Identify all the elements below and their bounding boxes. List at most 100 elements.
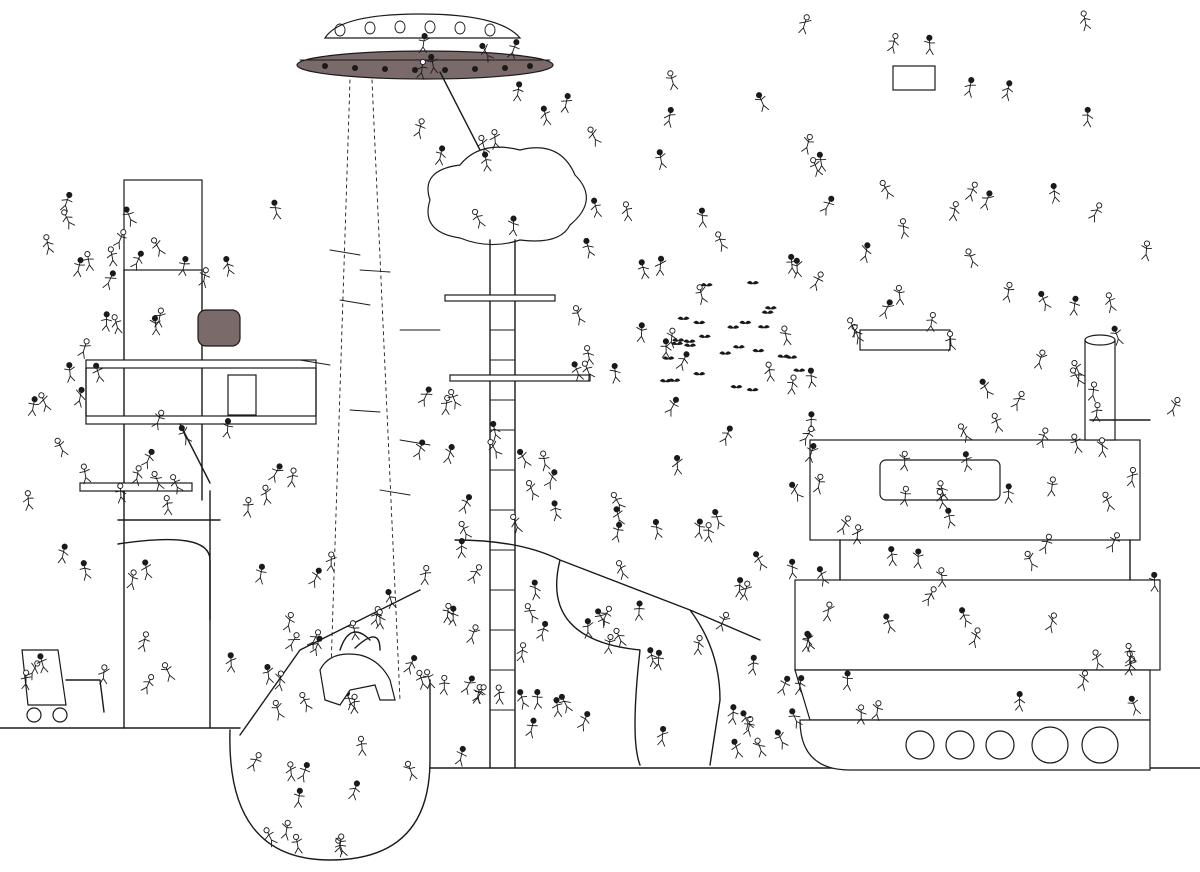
crowd-figure — [126, 569, 139, 591]
bird — [700, 283, 713, 287]
crowd-figure — [285, 761, 297, 782]
crowd-figure — [106, 246, 118, 267]
crowd-figure — [422, 669, 436, 690]
bird — [761, 310, 774, 314]
crowd-figure — [695, 284, 708, 305]
bird — [777, 354, 790, 358]
bird — [672, 338, 685, 342]
crowd-figure — [813, 473, 825, 495]
crowd-figure — [1039, 533, 1053, 555]
crowd-figure — [348, 620, 360, 641]
bird — [732, 345, 745, 349]
crowd-figure — [1070, 433, 1083, 454]
crowd-figure — [777, 675, 791, 696]
crowd-figure — [130, 250, 144, 271]
crowd-figure — [28, 396, 40, 417]
crowd-figure — [799, 425, 815, 446]
crowd-figure — [613, 627, 627, 648]
crowd-figure — [653, 649, 665, 671]
crowd-figure — [968, 627, 981, 648]
crowd-figure — [949, 201, 960, 222]
tank — [794, 329, 1161, 771]
crowd-figure — [810, 157, 824, 177]
crowd-figure — [822, 601, 835, 622]
crowd-figure — [150, 470, 165, 491]
crowd-figure — [1141, 240, 1153, 262]
crowd-figure — [636, 322, 648, 343]
crowd-figure — [334, 833, 347, 855]
bird — [730, 385, 743, 389]
crowd-figure — [418, 33, 430, 53]
crowd-figure — [805, 367, 817, 389]
crowd-figure — [926, 311, 937, 332]
crowd-figure — [794, 675, 806, 696]
crowd-figure — [696, 207, 708, 228]
bird — [693, 320, 706, 325]
crowd-figure — [151, 409, 165, 431]
crowd-figure — [512, 81, 524, 102]
crowd-figure — [610, 491, 626, 512]
crowd-figure — [664, 396, 680, 417]
crowd-figure — [162, 495, 173, 516]
crowd-figure — [1046, 476, 1058, 497]
crowd-figure — [131, 465, 143, 487]
crowd-figure — [507, 39, 520, 59]
crowd-figure — [836, 515, 851, 535]
crowd-figure — [525, 717, 538, 739]
crowd-figure — [525, 480, 540, 501]
crowd-figure — [943, 507, 956, 529]
crowd-figure — [590, 197, 602, 218]
crowd-figure — [675, 351, 690, 371]
crowd-figure — [479, 42, 495, 63]
crowd-figure — [225, 652, 237, 673]
crowd-figure — [403, 655, 418, 675]
crowd-figure — [694, 518, 706, 540]
crowd-figure — [1003, 483, 1014, 504]
crowd-figure — [693, 635, 704, 655]
crowd-figure — [92, 362, 105, 383]
crowd-figure — [594, 608, 610, 629]
crowd-figure — [443, 444, 455, 465]
crowd-figure — [855, 704, 867, 725]
crowd-figure — [293, 787, 305, 808]
crowd-figure — [1071, 359, 1086, 381]
crowd-figure — [924, 34, 936, 56]
crowd-figure — [223, 256, 235, 277]
crowd-figure — [79, 463, 92, 485]
crowd-figure — [961, 451, 972, 472]
crowd-figure — [74, 386, 86, 408]
crowd-figure — [36, 653, 49, 674]
crowd-figure — [1110, 325, 1124, 346]
crowd-figure — [727, 704, 739, 725]
crowd-figure — [529, 579, 541, 601]
crowd-figure — [416, 58, 428, 80]
pegasus — [319, 631, 396, 706]
crowd-figure — [879, 299, 895, 319]
crowd-figure — [1102, 491, 1115, 512]
crowd-figure — [747, 654, 759, 676]
crowd-figure — [111, 314, 123, 335]
crowd-figure — [959, 607, 972, 628]
crowd-figure — [801, 632, 813, 653]
crowd-figure — [54, 437, 69, 458]
crowd-figure — [815, 151, 827, 172]
crowd-figure — [897, 218, 910, 239]
bird — [668, 378, 681, 382]
bird — [683, 339, 696, 343]
crowd-figure — [558, 693, 573, 714]
crowd-figure — [413, 439, 426, 461]
crowd-figure — [442, 602, 454, 624]
crowd-figure — [419, 565, 432, 585]
crowd-figure — [779, 325, 792, 346]
crowd-figure — [269, 199, 282, 220]
bird — [677, 316, 690, 321]
crowd-figure — [460, 675, 476, 695]
bird — [757, 325, 770, 329]
crowd-figure — [416, 669, 429, 690]
crowd-figure — [743, 716, 755, 737]
crowd-figure — [851, 524, 864, 545]
crowd-figure — [582, 237, 596, 259]
crowd-figure — [655, 149, 667, 171]
crowd-figure — [543, 469, 558, 490]
crowd-figure — [788, 708, 803, 729]
